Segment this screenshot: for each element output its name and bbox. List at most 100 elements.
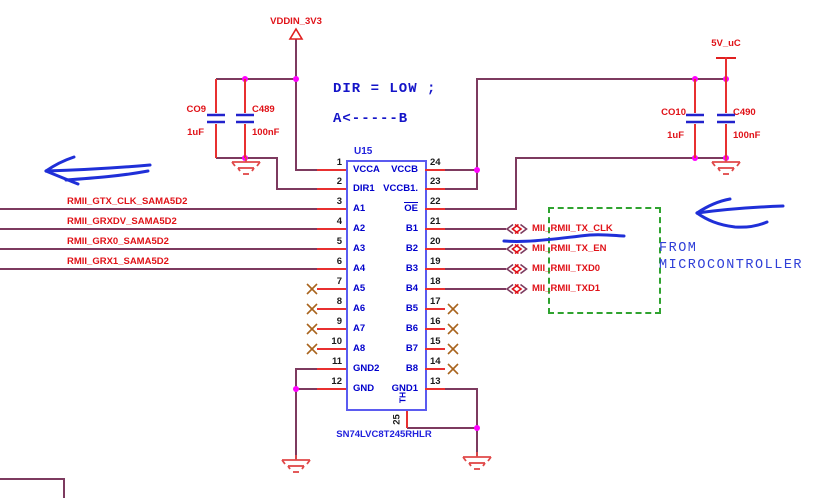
pin-name[interactable]: B6 bbox=[405, 323, 418, 334]
pin-name[interactable]: A5 bbox=[353, 283, 366, 294]
cap-value-C490: 100nF bbox=[733, 130, 761, 141]
from-microcontroller-group-box bbox=[548, 207, 661, 314]
pin-number: 10 bbox=[331, 336, 342, 347]
pin-name[interactable]: B5 bbox=[405, 303, 418, 314]
no-connect-x-icon bbox=[306, 303, 318, 315]
wire bbox=[515, 157, 727, 159]
net-label-right[interactable]: MII_RMII_TXD0 bbox=[532, 263, 601, 274]
net-wire bbox=[0, 228, 318, 230]
no-connect-x-icon bbox=[306, 343, 318, 355]
pin-number: 4 bbox=[336, 216, 342, 227]
pin-number: 18 bbox=[430, 276, 441, 287]
capacitor-symbol-icon[interactable] bbox=[716, 79, 736, 158]
pin-number: 8 bbox=[336, 296, 342, 307]
cap-ref-C489[interactable]: C489 bbox=[252, 104, 275, 115]
pin-name[interactable]: OE bbox=[404, 202, 418, 214]
pin-name[interactable]: VCCB1. bbox=[383, 183, 418, 194]
net-wire bbox=[445, 248, 506, 250]
pin-stub bbox=[425, 328, 445, 330]
pin-name[interactable]: A8 bbox=[353, 343, 366, 354]
pin-number: 13 bbox=[430, 376, 441, 387]
capacitor-symbol-icon[interactable] bbox=[206, 79, 226, 158]
pin-number: 6 bbox=[336, 256, 342, 267]
pin-number: 20 bbox=[430, 236, 441, 247]
wire bbox=[276, 157, 278, 190]
pin-name[interactable]: A2 bbox=[353, 223, 366, 234]
hand-drawn-arrow-right-icon bbox=[695, 197, 785, 229]
wire bbox=[216, 78, 297, 80]
pin-number: 2 bbox=[336, 176, 342, 187]
pin-stub bbox=[317, 388, 346, 390]
pin-stub bbox=[317, 248, 346, 250]
no-connect-x-icon bbox=[306, 283, 318, 295]
pin-name[interactable]: B4 bbox=[405, 283, 418, 294]
pin-name[interactable]: A1 bbox=[353, 203, 366, 214]
cap-value-C489: 100nF bbox=[252, 127, 280, 138]
net-label-left[interactable]: RMII_GRXDV_SAMA5D2 bbox=[67, 216, 177, 227]
net-label-left[interactable]: RMII_GRX1_SAMA5D2 bbox=[67, 256, 169, 267]
pin-name[interactable]: A7 bbox=[353, 323, 366, 334]
capacitor-symbol-icon[interactable] bbox=[685, 79, 705, 158]
cap-ref-CO9[interactable]: CO9 bbox=[186, 104, 206, 115]
wire bbox=[515, 157, 517, 210]
offpage-connector-icon[interactable] bbox=[505, 263, 528, 275]
no-connect-x-icon bbox=[447, 343, 459, 355]
pin-name[interactable]: GND bbox=[353, 383, 375, 394]
pin-number: 15 bbox=[430, 336, 441, 347]
pad-pin-number: 25 bbox=[391, 414, 403, 425]
wire bbox=[476, 388, 478, 456]
pin-name[interactable]: B2 bbox=[405, 243, 418, 254]
pin-name[interactable]: VCCB bbox=[391, 164, 418, 175]
pin-stub bbox=[317, 328, 346, 330]
pin-name[interactable]: A3 bbox=[353, 243, 366, 254]
power-net-label-vddin[interactable]: VDDIN_3V3 bbox=[270, 16, 322, 27]
pin-name[interactable]: A6 bbox=[353, 303, 366, 314]
net-label-right[interactable]: MII_RMII_TX_EN bbox=[532, 243, 607, 254]
pin-number: 1 bbox=[336, 157, 342, 168]
pin-name[interactable]: GND2 bbox=[353, 363, 380, 374]
ground-symbol-icon bbox=[462, 452, 492, 470]
net-label-right[interactable]: MII_RMII_TXD1 bbox=[532, 283, 601, 294]
pin-name[interactable]: DIR1 bbox=[353, 183, 375, 194]
offpage-connector-icon[interactable] bbox=[505, 223, 528, 235]
ic-body-u15[interactable] bbox=[346, 160, 427, 411]
power-stem bbox=[725, 57, 727, 80]
wire bbox=[476, 78, 727, 80]
pad-pin-stub bbox=[406, 409, 408, 428]
capacitor-symbol-icon[interactable] bbox=[235, 79, 255, 158]
net-wire bbox=[445, 268, 506, 270]
pin-number: 11 bbox=[331, 356, 342, 367]
junction-dot bbox=[293, 386, 299, 392]
pin-name[interactable]: B3 bbox=[405, 263, 418, 274]
power-net-label-5v[interactable]: 5V_uC bbox=[711, 38, 741, 49]
pin-name[interactable]: B8 bbox=[405, 363, 418, 374]
pin-stub bbox=[317, 308, 346, 310]
wire bbox=[295, 368, 297, 459]
net-label-left[interactable]: RMII_GRX0_SAMA5D2 bbox=[67, 236, 169, 247]
wire bbox=[295, 388, 318, 390]
pin-name[interactable]: B7 bbox=[405, 343, 418, 354]
offpage-connector-icon[interactable] bbox=[505, 243, 528, 255]
wire bbox=[445, 188, 478, 190]
pin-stub bbox=[425, 308, 445, 310]
pin-name[interactable]: VCCA bbox=[353, 164, 380, 175]
net-label-right[interactable]: MII_RMII_TX_CLK bbox=[532, 223, 613, 234]
pin-name[interactable]: GND1 bbox=[391, 383, 418, 394]
cap-ref-C490[interactable]: C490 bbox=[733, 107, 756, 118]
ic-part-number: SN74LVC8T245RHLR bbox=[336, 429, 432, 440]
wire bbox=[476, 78, 478, 190]
pin-name[interactable]: B1 bbox=[405, 223, 418, 234]
wire bbox=[445, 169, 478, 171]
net-label-left[interactable]: RMII_GTX_CLK_SAMA5D2 bbox=[67, 196, 188, 207]
cap-ref-CO10[interactable]: CO10 bbox=[661, 107, 686, 118]
pin-name[interactable]: A4 bbox=[353, 263, 366, 274]
pin-stub bbox=[317, 228, 346, 230]
pin-stub bbox=[425, 268, 445, 270]
pin-stub bbox=[317, 208, 346, 210]
no-connect-x-icon bbox=[306, 323, 318, 335]
wire bbox=[445, 388, 478, 390]
offpage-connector-icon[interactable] bbox=[505, 283, 528, 295]
net-wire bbox=[0, 208, 318, 210]
pin-stub bbox=[317, 169, 346, 171]
